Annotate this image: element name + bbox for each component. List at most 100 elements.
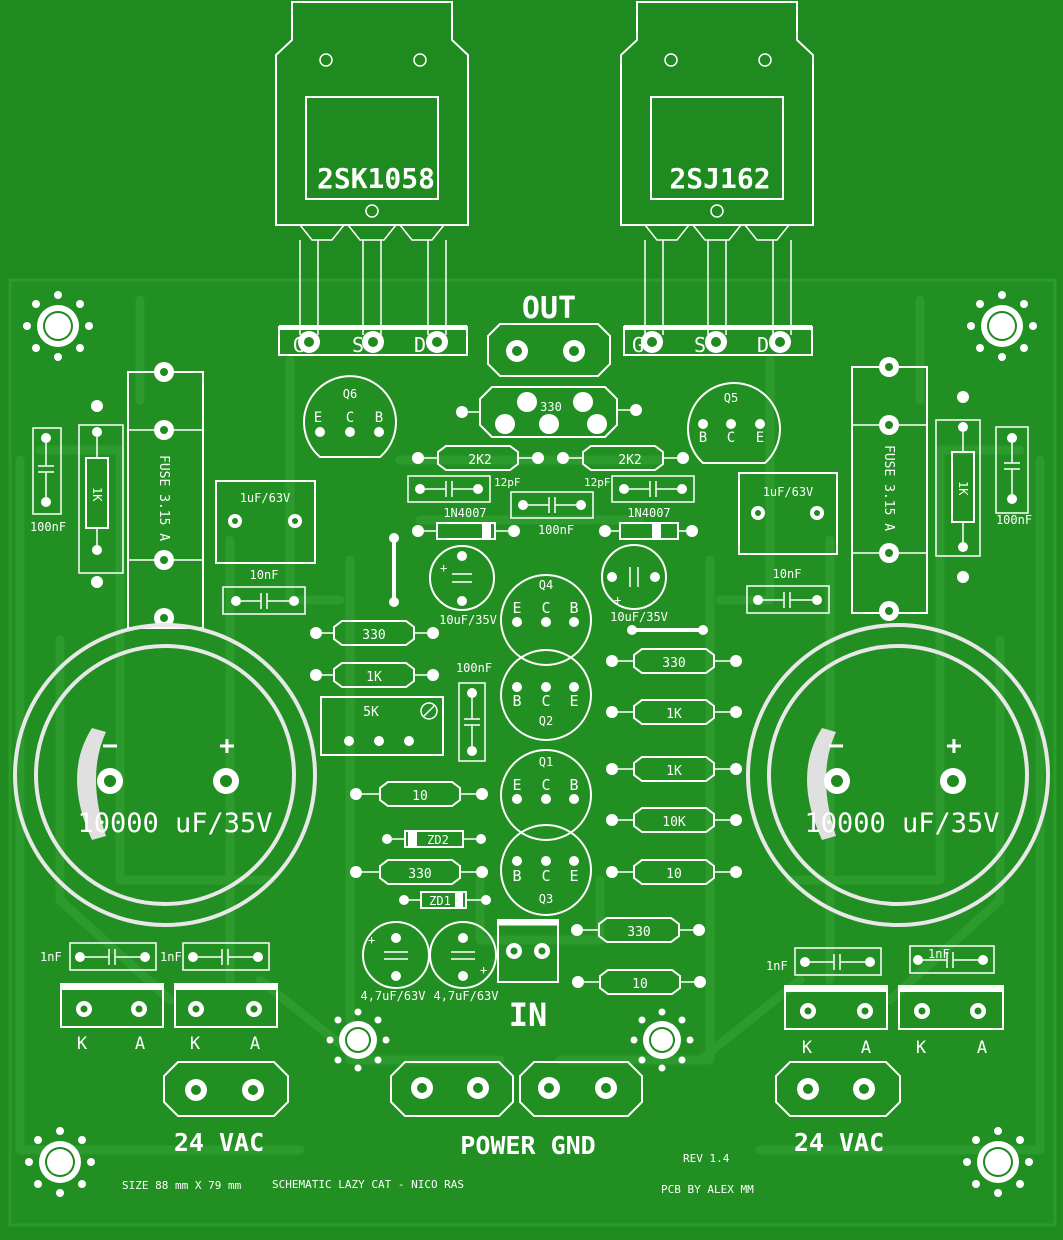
resistor-10k-right: 10K (606, 807, 742, 833)
cap-100nf-left: 100nF (30, 427, 66, 534)
q4-label: Q4 (539, 578, 553, 592)
mounting-hole-mid-right (630, 1008, 694, 1072)
transistor-q6: Q6 E C B (303, 375, 397, 458)
mounting-hole-top-left (23, 291, 93, 361)
output-connector: OUT (487, 291, 611, 377)
resistor-330-left-label: 330 (362, 628, 385, 643)
resistor-1k-right-1: 1K (606, 699, 742, 725)
resistor-330-right-low: 330 (571, 917, 705, 943)
bridge-right-1-k: K (802, 1038, 813, 1058)
footer-pcb-by: PCB BY ALEX MM (661, 1183, 754, 1196)
mounting-hole-bottom-right (963, 1127, 1033, 1197)
cap-1uf-right: 1uF/63V (738, 472, 838, 555)
q1-pin-e: E (512, 776, 521, 794)
q4-pin-e: E (512, 599, 521, 617)
zd1-label: ZD1 (429, 894, 451, 908)
footer-schematic: SCHEMATIC LAZY CAT - NICO RAS (272, 1178, 464, 1191)
resistor-1k-right-2-label: 1K (666, 764, 682, 779)
q3-pin-e: E (569, 867, 578, 885)
bridge-left-2-k: K (190, 1034, 201, 1054)
big-cap-left-label: 10000 uF/35V (77, 808, 272, 839)
cap-100nf-mid-label: 100nF (538, 523, 574, 537)
cap-10uf-left-label: 10uF/35V (439, 613, 497, 627)
cap-1nf-left-1-label: 1nF (40, 950, 62, 964)
q1-label: Q1 (539, 755, 553, 769)
q4-pin-c: C (541, 599, 550, 617)
mounting-hole-mid-left (326, 1008, 390, 1072)
zener-zd2: ZD2 (382, 830, 486, 848)
resistor-2k2-left-label: 2K2 (468, 453, 491, 468)
resistor-330-right-low-label: 330 (627, 925, 650, 940)
copper-traces (15, 295, 1045, 1155)
cap-1nf-right-1-label: 1nF (766, 959, 788, 973)
q6-pin-c: C (346, 410, 354, 426)
cap-10uf-left-plus: + (440, 561, 447, 575)
q5-label: Q5 (724, 391, 738, 405)
resistor-1k-right-2: 1K (606, 756, 742, 782)
fuse-right: FUSE 3.15 A (851, 357, 928, 621)
terminal-24vac-right: 24 VAC (775, 1061, 901, 1157)
cap-4u7-right-plus: + (480, 963, 487, 977)
terminal-24vac-right-label: 24 VAC (794, 1128, 884, 1157)
input-label: IN (509, 996, 548, 1034)
cap-1nf-left-2-label: 1nF (160, 950, 182, 964)
big-cap-right-plus: + (946, 731, 962, 761)
diode-right-label: 1N4007 (627, 506, 670, 520)
cap-1uf-left-label: 1uF/63V (240, 491, 291, 505)
resistor-1k-right-1-label: 1K (666, 707, 682, 722)
zener-zd1: ZD1 (399, 891, 491, 909)
mosfet-right-pin-g: G (632, 333, 644, 357)
q1-pin-b: B (569, 776, 578, 794)
resistor-330-right-1-label: 330 (662, 656, 685, 671)
cap-1nf-left-2: 1nF (160, 942, 270, 971)
mosfet-right: 2SJ162 G S D (620, 1, 814, 357)
mounting-hole-top-right (967, 291, 1037, 361)
terminal-power-gnd: POWER GND (390, 1061, 643, 1160)
bridge-terminal-left-1: K A (60, 983, 164, 1054)
cap-100nf-center-label: 100nF (456, 661, 492, 675)
resistor-2k2-right: 2K2 (557, 445, 689, 471)
cap-10uf-right: + 10uF/35V (601, 544, 668, 624)
cap-100nf-mid: 100nF (510, 491, 594, 537)
cap-10nf-left-label: 10nF (250, 568, 279, 582)
bridge-terminal-right-2: K A (898, 985, 1004, 1058)
big-cap-right: − + 10000 uF/35V (746, 623, 1050, 927)
terminal-24vac-left-label: 24 VAC (174, 1128, 264, 1157)
bridge-right-1-a: A (861, 1038, 871, 1058)
resistor-330-left: 330 (310, 620, 439, 646)
q2-pin-e: E (569, 692, 578, 710)
footer: SIZE 88 mm X 79 mm SCHEMATIC LAZY CAT - … (122, 1152, 754, 1196)
resistor-10-right: 10 (606, 859, 742, 885)
resistor-330-left-low: 330 (350, 859, 488, 885)
q2-pin-b: B (512, 692, 521, 710)
cap-10uf-right-plus: + (614, 593, 621, 607)
q4-pin-b: B (569, 599, 578, 617)
bridge-left-1-a: A (135, 1034, 145, 1054)
cap-10nf-left: 10nF (222, 568, 306, 615)
big-cap-right-minus: − (828, 731, 844, 761)
mounting-holes (23, 291, 1037, 1197)
cap-10nf-right: 10nF (746, 567, 830, 614)
q6-pin-b: B (375, 410, 383, 426)
bridge-left-2-a: A (250, 1034, 260, 1054)
fuse-right-label: FUSE 3.15 A (881, 445, 896, 531)
transistor-q3: B C E Q3 (500, 824, 592, 916)
big-cap-left-plus: + (219, 731, 235, 761)
cap-10uf-right-label: 10uF/35V (610, 610, 668, 624)
terminal-power-gnd-label: POWER GND (460, 1131, 595, 1160)
q6-label: Q6 (343, 387, 357, 401)
q5-pin-e: E (756, 430, 764, 446)
diode-1n4007-left: 1N4007 (412, 506, 520, 540)
resistor-2k2-right-label: 2K2 (618, 453, 641, 468)
resistor-330-right-1: 330 (606, 648, 742, 674)
cap-10nf-right-label: 10nF (773, 567, 802, 581)
cap-4u7-right-label: 4,7uF/63V (433, 989, 498, 1003)
bridge-terminal-right-1: K A (784, 985, 888, 1058)
cap-100nf-right: 100nF (995, 426, 1032, 527)
resistor-10-right-low: 10 (572, 969, 706, 995)
fuse-left-label: FUSE 3.15 A (156, 455, 171, 541)
cap-4u7-left-label: 4,7uF/63V (360, 989, 425, 1003)
zd2-label: ZD2 (427, 833, 449, 847)
q3-label: Q3 (539, 892, 553, 906)
